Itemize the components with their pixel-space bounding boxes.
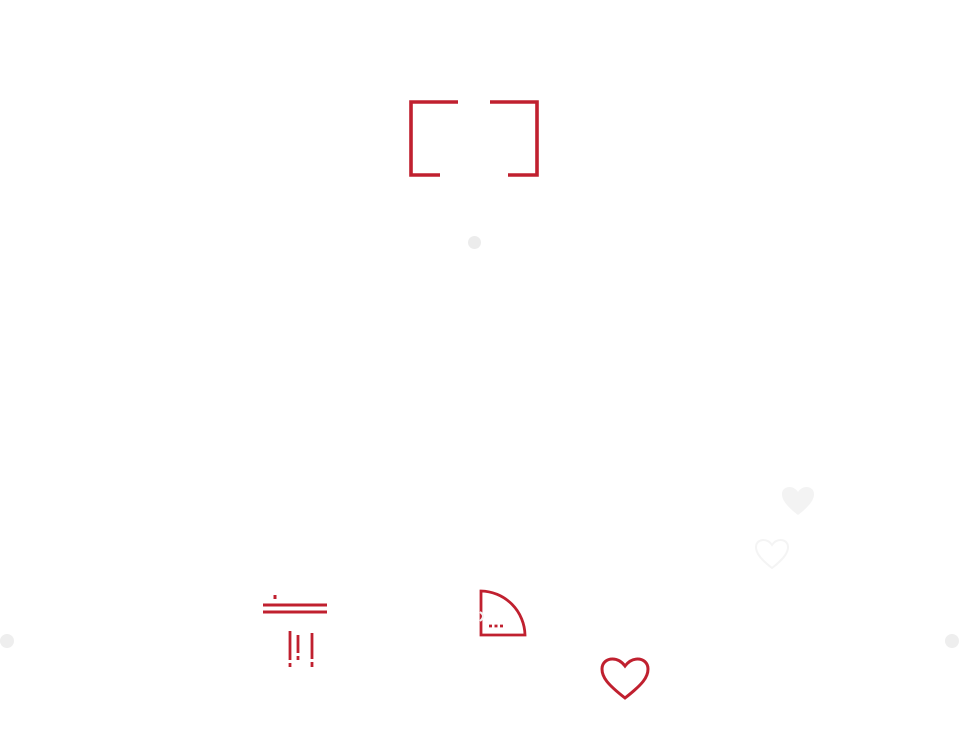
heart-outline-ghost-shape bbox=[754, 538, 790, 570]
bracket-right bbox=[490, 100, 539, 177]
quarter-circle-shape bbox=[479, 589, 527, 637]
dot-icon bbox=[0, 634, 14, 648]
quarter-circle-icon bbox=[479, 589, 527, 637]
quarter-ghost-arc bbox=[479, 611, 484, 622]
heart-filled-icon bbox=[782, 487, 814, 515]
heart-filled-shape bbox=[782, 487, 814, 515]
corner-brackets-icon bbox=[409, 100, 539, 177]
heart-outline-icon bbox=[600, 657, 650, 700]
quarter-circle-strokes bbox=[479, 589, 527, 637]
dot-icon bbox=[468, 236, 481, 249]
dot-icon bbox=[945, 634, 959, 648]
bracket-left bbox=[409, 100, 458, 177]
corner-brackets-strokes bbox=[409, 100, 539, 177]
column-pedestal-strokes bbox=[263, 595, 327, 667]
heart-outline-shape bbox=[600, 657, 650, 700]
heart-outline-icon bbox=[754, 538, 790, 570]
column-pedestal-icon bbox=[263, 595, 327, 667]
